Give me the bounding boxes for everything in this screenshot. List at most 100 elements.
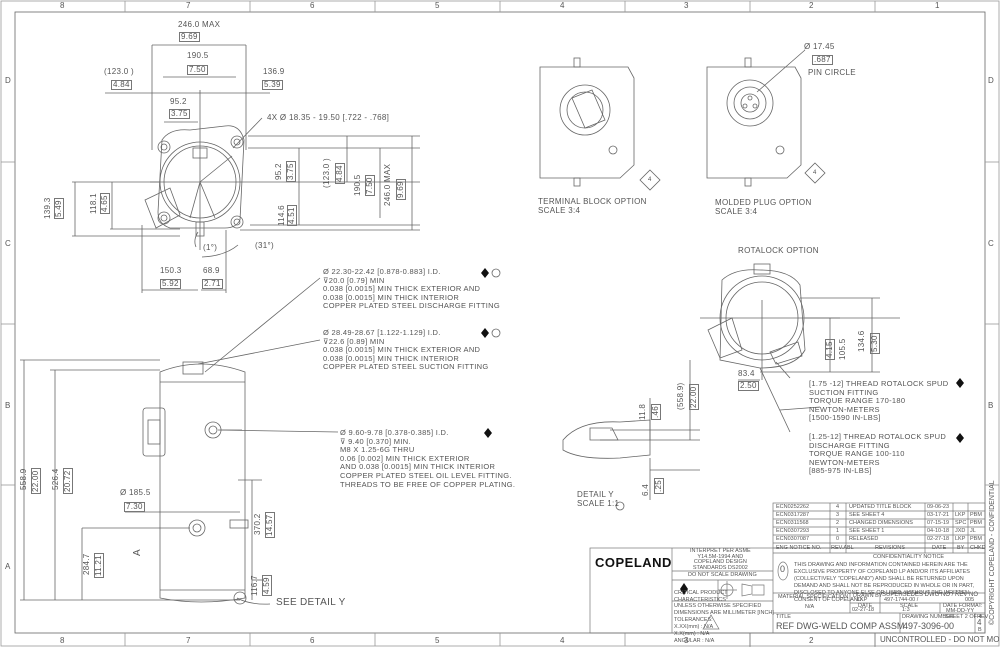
zone-col-5: 5 xyxy=(435,1,440,10)
dim-h558-in: 22.00 xyxy=(31,468,41,494)
date-format-label: DATE FORMAT: xyxy=(943,603,983,609)
dim-95: 95.2 xyxy=(170,97,187,106)
chkd: PBM xyxy=(970,512,982,518)
desc: CHANGED DIMENSIONS xyxy=(849,520,913,526)
rev: 4 xyxy=(836,504,840,510)
dim-v95: 95.2 xyxy=(274,163,283,180)
dim-d11-in: .46 xyxy=(651,403,661,420)
header-by: BY xyxy=(957,545,965,551)
dim-h370-in: 14.57 xyxy=(265,512,275,538)
zone-col-6-bottom: 6 xyxy=(310,636,315,645)
confidentiality-text: THIS DRAWING AND INFORMATION CONTAINED H… xyxy=(794,562,975,603)
pin-circle-label: PIN CIRCLE xyxy=(808,68,856,77)
dim-d11: 11.8 xyxy=(638,403,647,420)
dim-123-in: 4.84 xyxy=(111,80,132,90)
chkd: JL xyxy=(970,528,976,534)
by: LKP xyxy=(955,512,966,518)
terminal-note-marker: 4 xyxy=(648,177,652,183)
dim-h116-in: 4.59 xyxy=(262,575,272,596)
pin-circle-dia-in: .687 xyxy=(812,55,833,65)
dim-190-in: 7.50 xyxy=(187,65,208,75)
rev: 0 xyxy=(836,536,840,542)
dim-123: (123.0 ) xyxy=(104,67,134,76)
dim-angle-31: (31°) xyxy=(255,241,274,250)
size-value: B xyxy=(978,627,982,633)
dim-vmax-in: 9.69 xyxy=(396,179,406,200)
chkd: PBM xyxy=(970,520,982,526)
zone-col-8-bottom: 8 xyxy=(60,636,65,645)
critical-markers xyxy=(481,268,964,443)
discharge-fitting-callout: Ø 22.30-22.42 [0.878-0.883] I.D. ⊽20.0 [… xyxy=(323,267,500,311)
by: SPC xyxy=(955,520,967,526)
dim-h284: 284.7 xyxy=(82,553,91,575)
supersedes-value: 497-1744-00 / xyxy=(884,597,919,603)
dim-h370: 370.2 xyxy=(253,513,262,535)
dim-136: 136.9 xyxy=(263,67,285,76)
drawn-by-value: LKP xyxy=(857,597,868,603)
molded-plug-option xyxy=(706,49,826,187)
dim-h526: 526.4 xyxy=(51,468,60,490)
section-a-label: A xyxy=(132,549,143,556)
date: 07-15-19 xyxy=(927,520,950,526)
header-date: DATE xyxy=(932,545,947,551)
dim-d558-in: 22.00 xyxy=(689,384,699,410)
sheet-label: SHEET 2 OF 4 xyxy=(945,614,982,620)
oil-level-fitting-callout: Ø 9.60-9.78 [0.378-0.385] I.D. ⊽ 9.40 [0… xyxy=(340,428,516,489)
dim-d558: (558.9) xyxy=(676,382,685,410)
zone-col-2: 2 xyxy=(809,1,814,10)
chkd: PBM xyxy=(970,536,982,542)
critical-product-label: CRITICAL PRODUCT CHARACTERISTICS xyxy=(674,590,728,603)
dim-width-max: 246.0 MAX xyxy=(178,20,221,29)
dim-vmax: 246.0 MAX xyxy=(383,163,392,206)
dim-h116: 116.7 xyxy=(250,575,259,596)
dim-136-in: 5.39 xyxy=(262,80,283,90)
rev: 2 xyxy=(836,520,840,526)
dim-d6-in: .25 xyxy=(654,477,664,494)
ecn: ECN0311568 xyxy=(776,520,809,526)
dim-68: 68.9 xyxy=(203,266,220,275)
do-not-scale: DO NOT SCALE DRAWING xyxy=(688,572,757,578)
interpret-note: INTERPRET PER ASME Y14.5M-1994 AND COPEL… xyxy=(690,548,751,571)
uncontrolled-note: UNCONTROLLED - DO NOT MODIFY xyxy=(880,635,1000,644)
drawing-title: REF DWG-WELD COMP ASSM xyxy=(776,621,905,631)
zone-col-4: 4 xyxy=(560,1,565,10)
date-value: 02-27-18 xyxy=(852,607,875,613)
zone-col-1: 1 xyxy=(935,1,940,10)
scale-label: SCALE xyxy=(900,603,919,609)
side-view xyxy=(20,277,339,605)
ecn: ECN0307293 xyxy=(776,528,810,534)
dim-68-in: 2.71 xyxy=(202,279,223,289)
zone-col-7-bottom: 7 xyxy=(186,636,191,645)
confidentiality-code: 0 xyxy=(780,564,786,574)
plug-note-marker: 4 xyxy=(813,170,817,176)
dim-h526-in: 20.72 xyxy=(63,468,73,494)
rotalock-suction-callout: [1.75 -12] THREAD ROTALOCK SPUD SUCTION … xyxy=(809,379,949,423)
dim-v114-in: 4.51 xyxy=(287,205,297,226)
dim-r134-in: 5.30 xyxy=(870,333,880,354)
zone-row-d-right: D xyxy=(988,76,994,85)
tolerances-note: UNLESS OTHERWISE SPECIFIED DIMENSIONS AR… xyxy=(674,603,774,644)
zone-row-b-right: B xyxy=(988,401,994,410)
dim-h284-in: 11.21 xyxy=(94,553,104,578)
pin-circle-dia: Ø 17.45 xyxy=(804,42,835,51)
terminal-block-option xyxy=(539,57,661,191)
rev: 1 xyxy=(836,528,840,534)
dim-r105-in: 4.15 xyxy=(825,339,835,360)
date: 04-10-18 xyxy=(927,528,950,534)
rotalock-option-label: ROTALOCK OPTION xyxy=(738,246,819,255)
detail-y-scale: SCALE 1:1 xyxy=(577,499,620,508)
dim-h558: 558.9 xyxy=(19,468,28,490)
copyright-note: ©COPYRIGHT COPELAND - CONFIDENTIAL xyxy=(989,480,996,625)
terminal-block-scale: SCALE 3:4 xyxy=(538,206,581,215)
desc: SEE SHEET 1 xyxy=(849,528,885,534)
suction-fitting-callout: Ø 28.49-28.67 [1.122-1.129] I.D. ⊽22.6 [… xyxy=(323,328,489,372)
zone-col-7: 7 xyxy=(186,1,191,10)
molded-plug-label: MOLDED PLUG OPTION xyxy=(715,198,812,207)
circle-markers xyxy=(491,268,501,338)
zone-row-c-right: C xyxy=(988,239,994,248)
copeland-logo: COPELAND xyxy=(595,555,672,570)
dim-v118-in: 4.65 xyxy=(100,193,110,214)
dim-95-in: 3.75 xyxy=(169,109,190,119)
